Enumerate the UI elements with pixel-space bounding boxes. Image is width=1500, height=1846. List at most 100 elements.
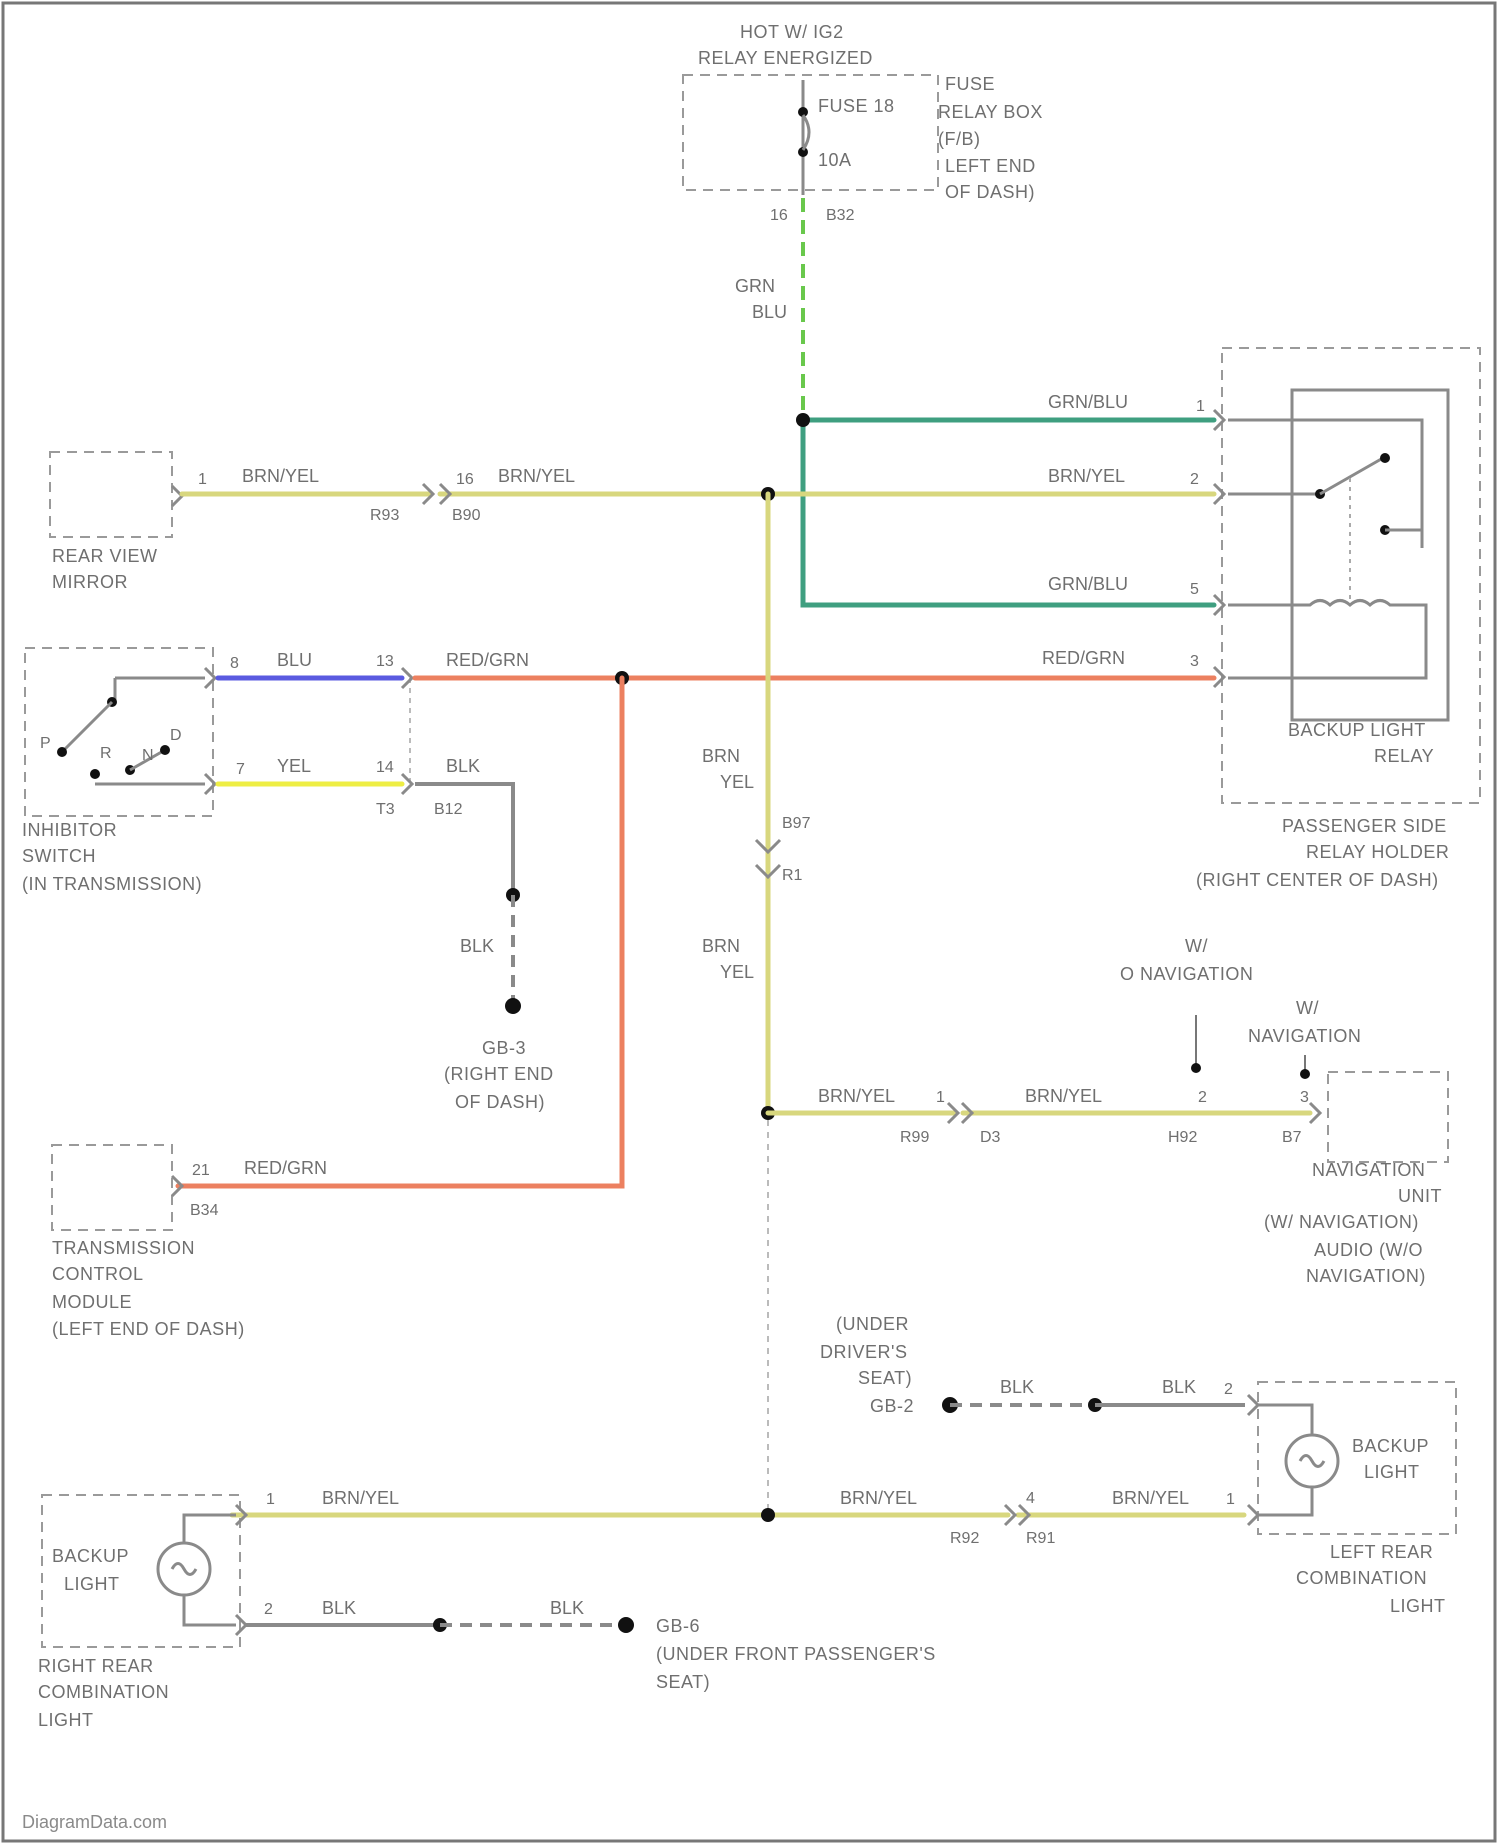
splice-b97: B97 — [782, 815, 811, 832]
wire-label-red-grn-relay: RED/GRN — [1042, 648, 1125, 668]
rear-conn-r91: R91 — [1026, 1530, 1055, 1547]
right-rear-name-1: RIGHT REAR — [38, 1656, 154, 1676]
t3-pin-13: 13 — [376, 653, 394, 670]
gb2-name-4: GB-2 — [870, 1396, 914, 1416]
rear-view-mirror: 1 REAR VIEW MIRROR — [50, 452, 207, 592]
wire-label-yel: YEL — [277, 756, 311, 776]
inhibitor-name-3: (IN TRANSMISSION) — [22, 874, 202, 894]
fuse-amperage: 10A — [818, 150, 852, 170]
gb3-name-2: (RIGHT END — [444, 1064, 554, 1084]
wire-label-blu: BLU — [277, 650, 312, 670]
left-rear-pin-bottom: 1 — [1226, 1491, 1235, 1508]
left-rear-lamp-feed-bottom — [1258, 1488, 1312, 1515]
right-rear-combination-light: 1 2 BACKUP LIGHT RIGHT REAR COMBINATION … — [38, 1491, 275, 1730]
relay-holder-name-2: RELAY HOLDER — [1306, 842, 1449, 862]
w-nav-label-2: NAVIGATION — [1248, 1026, 1361, 1046]
inhibitor-pos-r: R — [100, 745, 112, 762]
fuse-number: FUSE 18 — [818, 96, 895, 116]
wire-label-blk-ground-l: BLK — [1000, 1377, 1034, 1397]
relay-pin-3: 3 — [1190, 653, 1199, 670]
backup-light-relay: 1 2 5 3 BACKUP LIGHT RELAY PASSENGER SID… — [1190, 348, 1480, 890]
watermark: DiagramData.com — [22, 1812, 167, 1832]
wire-label-brn-v2: BRN — [702, 936, 740, 956]
relay-holder-name-1: PASSENGER SIDE — [1282, 816, 1447, 836]
nav-conn-h92: H92 — [1168, 1129, 1197, 1146]
tcm-name-1: TRANSMISSION — [52, 1238, 195, 1258]
nav-name-5: NAVIGATION) — [1306, 1266, 1426, 1286]
wo-nav-label-1: W/ — [1185, 936, 1208, 956]
mirror-name-1: REAR VIEW — [52, 546, 158, 566]
gb2-name-1: (UNDER — [836, 1314, 909, 1334]
fuse-box-name-1: FUSE — [945, 74, 995, 94]
right-rear-lamp-name-1: BACKUP — [52, 1546, 129, 1566]
b12-connector: B12 — [434, 801, 463, 818]
wire-label-blk-rr1: BLK — [322, 1598, 356, 1618]
left-rear-lamp-name-1: BACKUP — [1352, 1436, 1429, 1456]
nav-name-2: UNIT — [1398, 1186, 1442, 1206]
hot-label-2: RELAY ENERGIZED — [698, 48, 873, 68]
ground-gb6-icon — [618, 1617, 634, 1633]
gb3-name-1: GB-3 — [482, 1038, 526, 1058]
wire-label-grn: GRN — [735, 276, 775, 296]
inhibitor-pin-8: 8 — [230, 655, 239, 672]
wire-label-brn-yel-lr1: BRN/YEL — [840, 1488, 917, 1508]
wire-label-yel-v1: YEL — [720, 772, 754, 792]
right-rear-name-2: COMBINATION — [38, 1682, 169, 1702]
t3-pin-14: 14 — [376, 759, 394, 776]
mirror-conn-b90: B90 — [452, 507, 481, 524]
right-rear-filament-icon — [172, 1564, 196, 1575]
wire-label-yel-v2: YEL — [720, 962, 754, 982]
inhibitor-outline — [25, 648, 213, 816]
tcm-pin: 21 — [192, 1162, 210, 1179]
rear-inline-pin: 4 — [1026, 1490, 1035, 1507]
right-rear-pin-top: 1 — [266, 1491, 275, 1508]
relay-name-1: BACKUP LIGHT — [1288, 720, 1426, 740]
left-rear-pin-top: 2 — [1224, 1381, 1233, 1398]
fuse-pin: 16 — [770, 207, 788, 224]
ground-gb2: (UNDER DRIVER'S SEAT) GB-2 BLK BLK — [820, 1314, 1245, 1416]
rear-conn-r92: R92 — [950, 1530, 979, 1547]
relay-holder-name-3: (RIGHT CENTER OF DASH) — [1196, 870, 1439, 890]
relay-pin-1: 1 — [1196, 398, 1205, 415]
inhibitor-contact-p — [57, 747, 67, 757]
nav-conn-r99: R99 — [900, 1129, 929, 1146]
wire-label-brn-yel-relay: BRN/YEL — [1048, 466, 1125, 486]
left-rear-pin1-connector — [1248, 1505, 1258, 1525]
brn-yel-splice-rear — [761, 1508, 775, 1522]
wire-label-blu-dash: BLU — [752, 302, 787, 322]
transmission-control-module: 21 B34 RED/GRN TRANSMISSION CONTROL MODU… — [52, 1145, 327, 1339]
left-rear-lamp-name-2: LIGHT — [1364, 1462, 1420, 1482]
wire-label-red-grn-top: RED/GRN — [446, 650, 529, 670]
right-rear-pin-bottom: 2 — [264, 1601, 273, 1618]
fuse-box-name-4: LEFT END — [945, 156, 1036, 176]
left-rear-filament-icon — [1300, 1456, 1324, 1467]
w-nav-arrow-tip — [1300, 1069, 1310, 1079]
relay-pin-2: 2 — [1190, 471, 1199, 488]
relay-coil-icon — [1228, 601, 1426, 679]
nav-name-4: AUDIO (W/O — [1314, 1240, 1423, 1260]
w-nav-label-1: W/ — [1296, 998, 1319, 1018]
right-rear-lamp-feed-top — [184, 1515, 236, 1542]
wire-label-brn-yel-rr: BRN/YEL — [322, 1488, 399, 1508]
gb2-name-2: DRIVER'S — [820, 1342, 907, 1362]
wire-label-brn-yel-nav1: BRN/YEL — [818, 1086, 895, 1106]
relay-switch-contact-top — [1380, 453, 1390, 463]
wire-label-brn-yel-mid: BRN/YEL — [498, 466, 575, 486]
tcm-name-2: CONTROL — [52, 1264, 144, 1284]
wire-label-blk-vert: BLK — [460, 936, 494, 956]
tcm-name-4: (LEFT END OF DASH) — [52, 1319, 245, 1339]
wire-label-brn-v1: BRN — [702, 746, 740, 766]
inhibitor-pin-7: 7 — [236, 761, 245, 778]
ground-gb3-icon — [505, 998, 521, 1014]
inhibitor-name-1: INHIBITOR — [22, 820, 117, 840]
wire-label-brn-yel-mirror: BRN/YEL — [242, 466, 319, 486]
wire-label-brn-yel-nav2: BRN/YEL — [1025, 1086, 1102, 1106]
wire-label-blk-ground-r: BLK — [1162, 1377, 1196, 1397]
mirror-outline — [50, 452, 172, 537]
left-rear-combination-light: 2 1 BACKUP LIGHT LEFT REAR COMBINATION L… — [1224, 1381, 1456, 1616]
nav-unit-outline — [1328, 1072, 1448, 1162]
fuse-box-name-5: OF DASH) — [945, 182, 1035, 202]
t3-connector: T3 — [376, 801, 395, 818]
mirror-pin: 1 — [198, 471, 207, 488]
